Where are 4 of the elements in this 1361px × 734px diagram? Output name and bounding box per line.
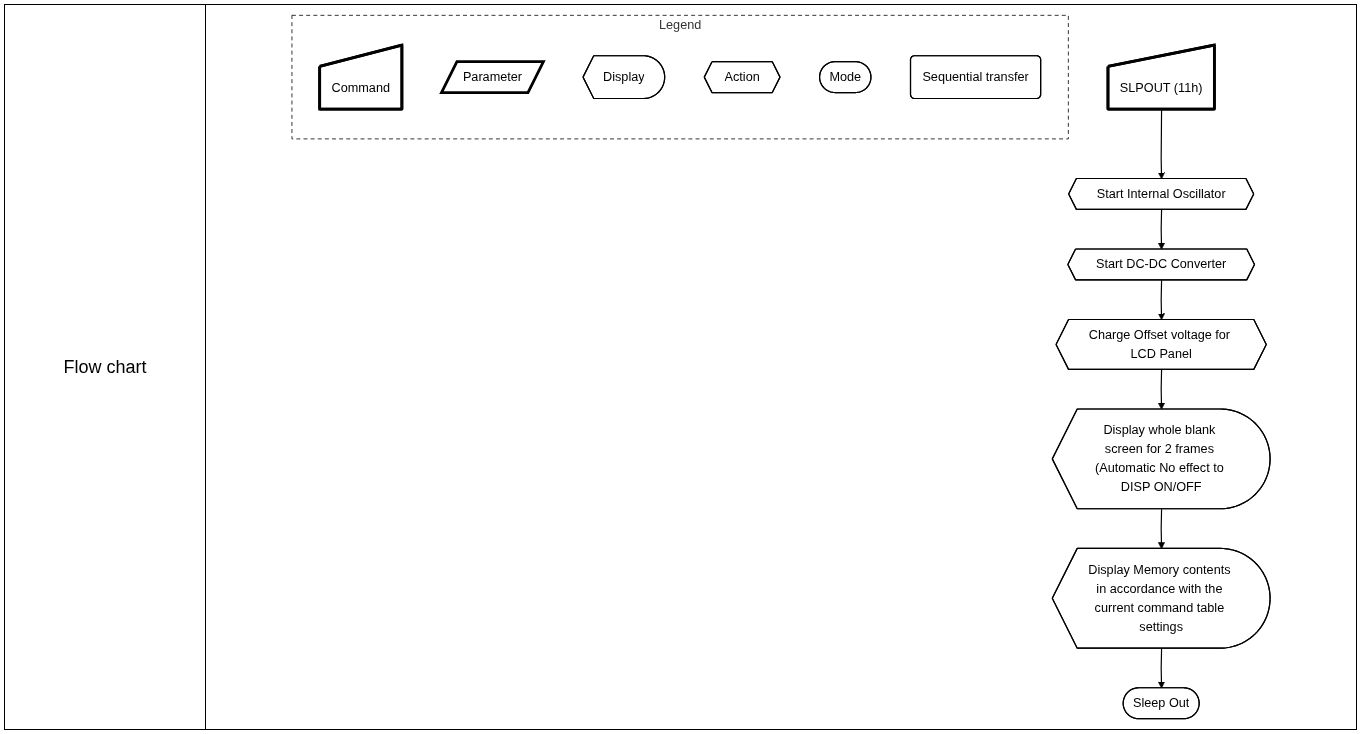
arrow <box>1157 109 1165 180</box>
arrow <box>1157 279 1165 321</box>
arrow <box>1157 209 1165 250</box>
row-label: Flow chart <box>63 356 147 378</box>
